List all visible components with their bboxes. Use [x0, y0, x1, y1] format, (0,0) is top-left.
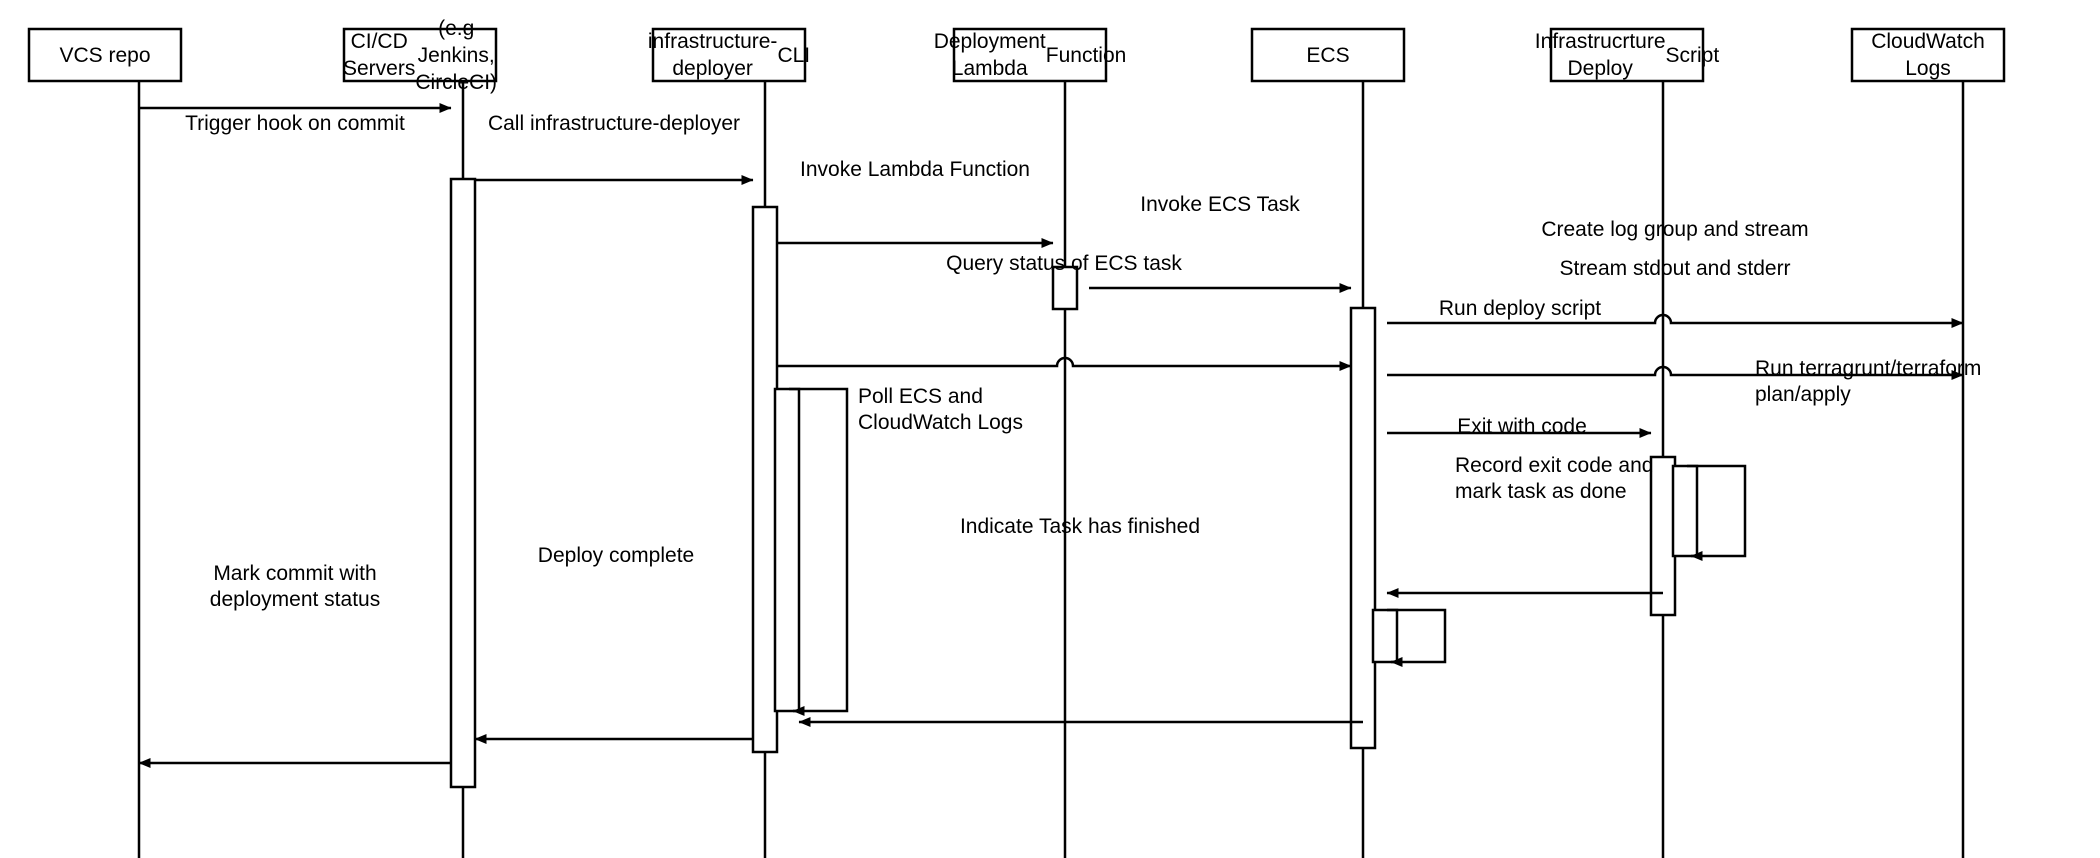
- message-arrow-m9[interactable]: [1687, 464, 1747, 561]
- message-arrow-m5[interactable]: [1387, 313, 1964, 328]
- participant-box-lambda[interactable]: [952, 27, 1108, 83]
- participant-box-cwlogs[interactable]: [1850, 27, 2006, 83]
- activation-act-deployscript: [1649, 455, 1677, 617]
- activation-act-lambda: [1051, 265, 1079, 311]
- activation-act-cli-2: [773, 387, 801, 713]
- activation-act-ecs: [1349, 306, 1377, 750]
- participant-box-cicd[interactable]: [342, 27, 498, 83]
- message-arrow-m7[interactable]: [1387, 365, 1964, 380]
- participant-box-vcs[interactable]: [27, 27, 183, 83]
- message-arrow-m6[interactable]: [777, 356, 1352, 371]
- message-arrow-m12[interactable]: [1387, 608, 1447, 667]
- activation-act-deployscript-self: [1671, 464, 1699, 558]
- participant-boxes-group: [27, 27, 2006, 83]
- participant-box-deployscript[interactable]: [1549, 27, 1705, 83]
- activation-act-cicd: [449, 177, 477, 789]
- activation-act-cli-1: [751, 205, 779, 754]
- activation-boxes-group: [449, 177, 1699, 789]
- message-arrow-m10[interactable]: [789, 387, 849, 716]
- participant-box-ecs[interactable]: [1250, 27, 1406, 83]
- messages-group: [138, 103, 1964, 768]
- activation-act-ecs-self: [1371, 608, 1399, 664]
- participant-box-cli[interactable]: [651, 27, 807, 83]
